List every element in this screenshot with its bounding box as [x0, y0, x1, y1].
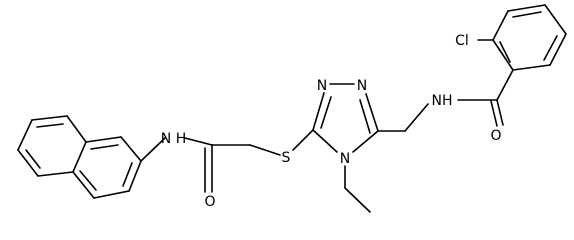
ring-carbonyl-bond	[496, 69, 514, 101]
left-carbonyl-oxygen-label: O	[204, 194, 215, 210]
left-amide-cn-bond	[184, 137, 213, 146]
triazole-s-bond	[292, 129, 314, 151]
left-amide-n-label: N	[161, 131, 171, 147]
triazole-n1-label: N	[317, 78, 327, 94]
right-carbonyl-double-bond	[490, 99, 504, 127]
nh-naphthyl-bond	[140, 137, 166, 162]
left-amide-h-label: H	[176, 131, 187, 147]
triazole-n4-label: N	[340, 151, 350, 167]
nh-ch2-bond	[404, 103, 429, 132]
right-carbonyl-oxygen-label: O	[490, 128, 501, 144]
naphthalene	[17, 115, 142, 199]
n-ethyl-bond-2	[344, 187, 371, 213]
sulfur-atom-label: S	[282, 150, 291, 166]
molecule-canvas: Cl NH O N N N S N H O	[17, 4, 567, 213]
triazole-n2-label: N	[357, 78, 367, 94]
s-ch2-bond	[249, 144, 281, 156]
right-amide-nh-label: NH	[432, 93, 453, 109]
triazole-ring	[312, 83, 379, 153]
chemical-structure-diagram: Cl NH O N N N S N H O	[17, 4, 567, 213]
chlorine-atom-label: Cl	[455, 33, 469, 49]
left-carbonyl-double-bond	[204, 144, 213, 193]
chlorobenzene-ring	[492, 4, 567, 71]
